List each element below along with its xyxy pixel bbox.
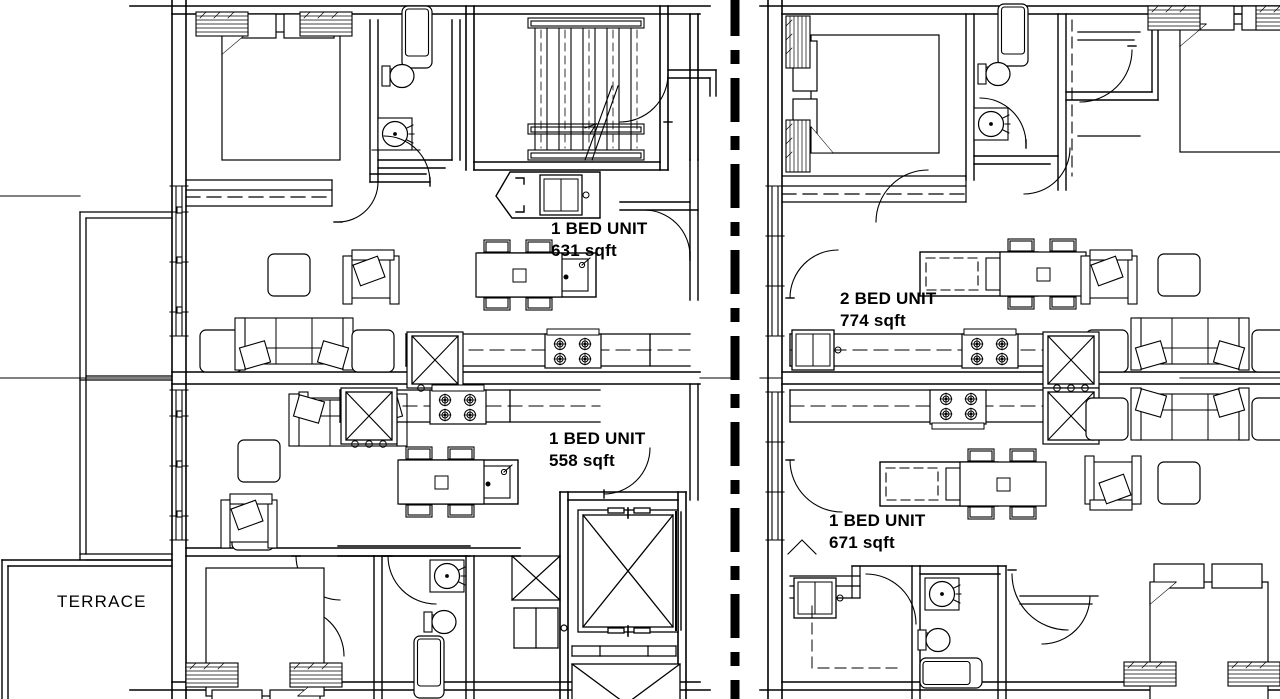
unit-671	[785, 384, 1280, 699]
unit-631	[185, 5, 699, 392]
unit-labels: 1 BED UNIT 631 sqft 1 BED UNIT 558 sqft …	[57, 219, 937, 611]
closet-run-774	[781, 175, 967, 203]
unit-label-774-line1: 2 BED UNIT	[840, 289, 937, 308]
bed-558	[185, 567, 343, 699]
elevator-cab-2	[571, 663, 681, 699]
closet-run-631	[185, 179, 333, 207]
left-corridor-marks	[0, 195, 736, 379]
left-wing	[0, 0, 736, 699]
left-window-mullions	[169, 185, 189, 541]
right-wing	[759, 0, 1280, 699]
unit-774	[781, 3, 1280, 392]
unit-label-558-line2: 558 sqft	[549, 451, 615, 470]
right-window-mullions	[765, 185, 785, 541]
unit-label-774-line2: 774 sqft	[840, 311, 906, 330]
unit-label-671-line1: 1 BED UNIT	[829, 511, 926, 530]
terrace-label: TERRACE	[57, 592, 147, 611]
elevator-cab-1	[577, 507, 682, 637]
unit-label-671-line2: 671 sqft	[829, 533, 895, 552]
counter-run-774	[789, 333, 1073, 367]
bed-671	[1019, 563, 1280, 699]
washer-dryer-631	[495, 171, 601, 219]
terrace-outline	[1, 559, 173, 699]
unit-label-558-line1: 1 BED UNIT	[549, 429, 646, 448]
unit-label-631-line2: 631 sqft	[551, 241, 617, 260]
unit-label-631-line1: 1 BED UNIT	[551, 219, 648, 238]
stair-core	[465, 5, 717, 171]
stair-treads	[527, 17, 645, 161]
elevator-core	[559, 491, 687, 699]
bath-631	[371, 5, 433, 151]
